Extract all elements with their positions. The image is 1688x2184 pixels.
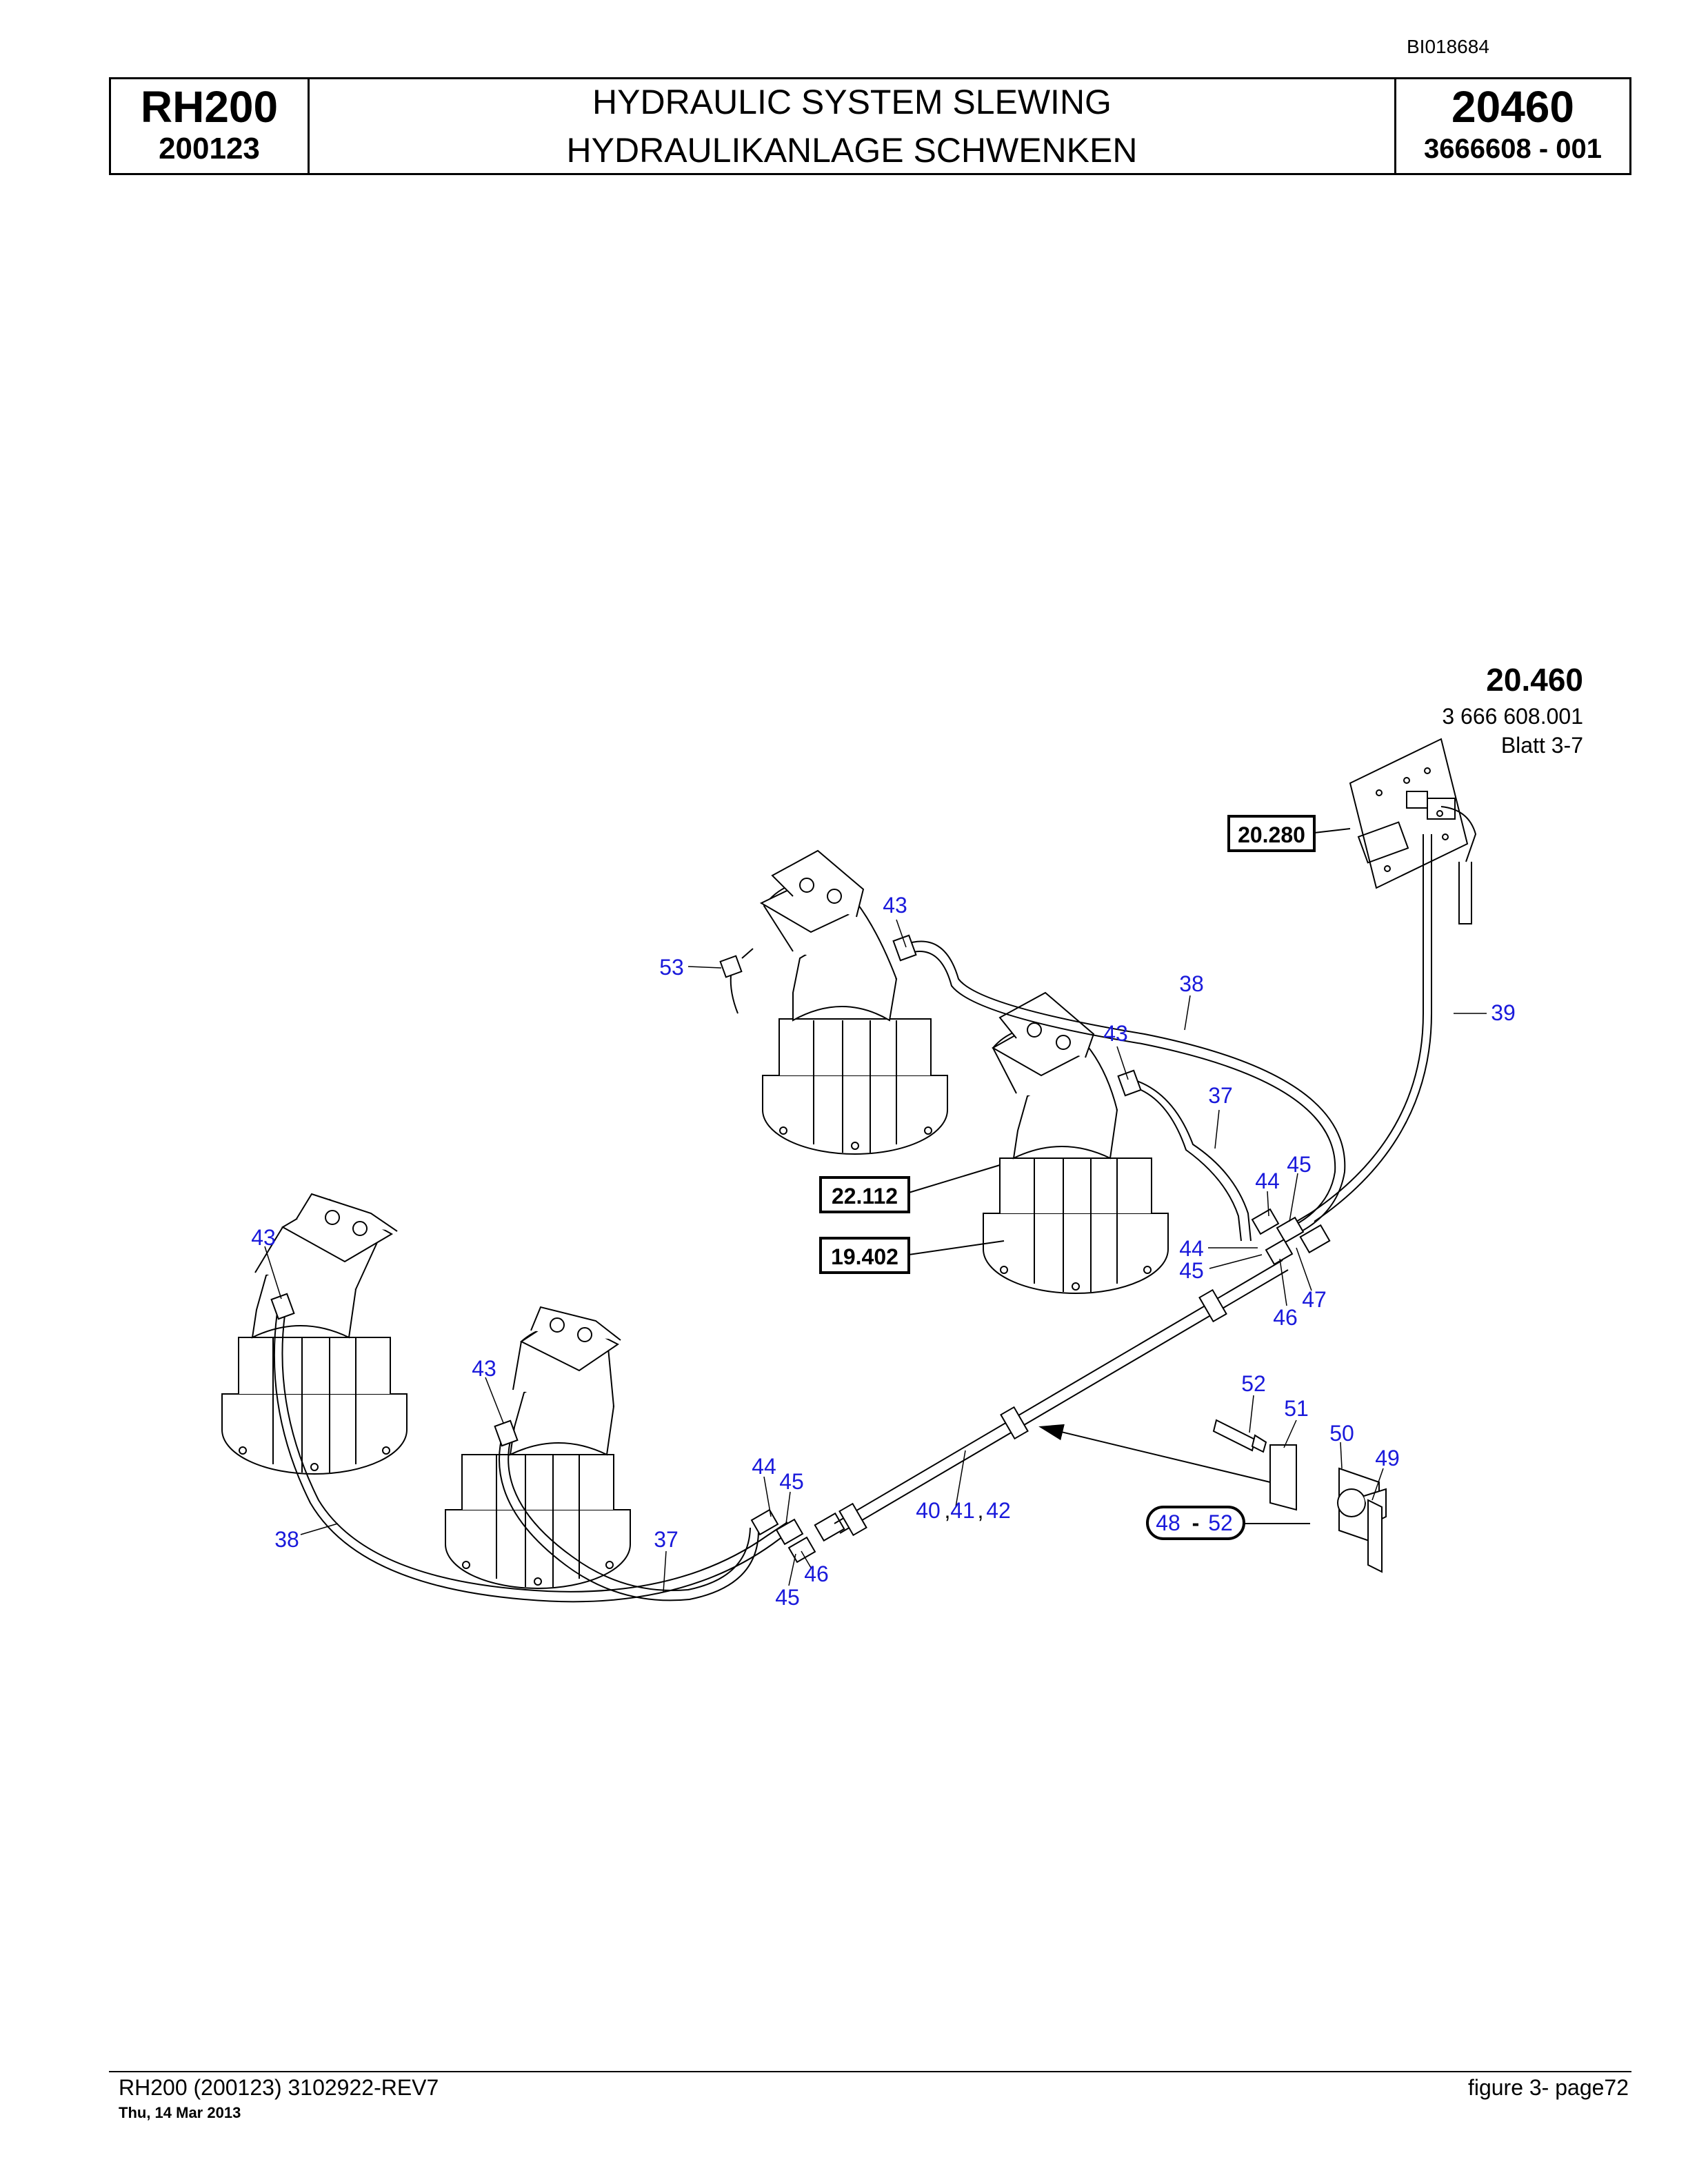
swing-motor-d xyxy=(445,1306,631,1589)
callout-37-upper: 37 xyxy=(1208,1083,1233,1108)
clamp-arrow xyxy=(1038,1424,1271,1483)
callout-53: 53 xyxy=(659,955,684,980)
fittings xyxy=(270,934,1331,1564)
callout-44-lower: 44 xyxy=(752,1454,776,1479)
figure-number: 20460 xyxy=(1451,82,1574,132)
callout-43-motor-a: 43 xyxy=(883,893,907,918)
callout-45-upper-b: 45 xyxy=(1179,1258,1204,1283)
ref-box-19402 xyxy=(819,1237,910,1274)
callout-47: 47 xyxy=(1302,1287,1327,1312)
hose-38-upper xyxy=(904,940,1346,1235)
sensor-53 xyxy=(719,948,754,1014)
callout-52: 52 xyxy=(1241,1371,1266,1396)
callout-49: 49 xyxy=(1375,1446,1400,1470)
title-block: RH200 200123 HYDRAULIC SYSTEM SLEWING HY… xyxy=(109,77,1631,175)
callout-41: 41 xyxy=(950,1498,975,1523)
footer-date: Thu, 14 Mar 2013 xyxy=(119,2104,241,2121)
callout-50: 50 xyxy=(1329,1421,1354,1446)
ref-label-19402: 19.402 xyxy=(831,1244,898,1269)
kit-dash: - xyxy=(1192,1510,1200,1535)
callout-42: 42 xyxy=(986,1498,1011,1523)
title-cell: HYDRAULIC SYSTEM SLEWING HYDRAULIKANLAGE… xyxy=(310,79,1396,173)
callout-46-upper: 46 xyxy=(1273,1305,1298,1330)
part-number: 3666608 - 001 xyxy=(1423,134,1602,164)
title-german: HYDRAULIKANLAGE SCHWENKEN xyxy=(566,131,1138,170)
model-cell: RH200 200123 xyxy=(111,79,310,173)
callout-45-lower-b: 45 xyxy=(775,1585,800,1610)
model-name: RH200 xyxy=(140,82,279,132)
callout-40: 40 xyxy=(916,1498,941,1523)
ref-drawing-number: 3 666 608.001 xyxy=(1442,704,1583,729)
callout-38-lower: 38 xyxy=(274,1527,299,1552)
leader-20280 xyxy=(1314,828,1351,833)
callout-leaders xyxy=(264,919,1487,1593)
figure-cell: 20460 3666608 - 001 xyxy=(1396,79,1629,173)
callout-43-motor-b: 43 xyxy=(1103,1021,1128,1046)
ref-number: 20.460 xyxy=(1486,662,1583,698)
callout-37-lower: 37 xyxy=(654,1527,679,1552)
callout-labels: 53 43 38 43 37 39 45 44 44 45 47 46 43 4… xyxy=(251,893,1516,1610)
hose-37-lower xyxy=(499,1430,759,1601)
callout-45-upper: 45 xyxy=(1287,1152,1312,1177)
callout-45-lower: 45 xyxy=(779,1469,804,1494)
footer-rule xyxy=(109,2071,1631,2072)
callout-comma-1: , xyxy=(945,1498,951,1523)
swing-motor-b xyxy=(983,991,1169,1294)
callout-44-upper-a: 44 xyxy=(1255,1169,1280,1193)
footer-page: figure 3- page72 xyxy=(1467,2075,1629,2100)
kit-to: 52 xyxy=(1208,1510,1233,1535)
leader-19402 xyxy=(908,1240,1005,1255)
callout-43-motor-c: 43 xyxy=(251,1225,276,1250)
ref-label-22112: 22.112 xyxy=(832,1184,898,1209)
ref-box-20280 xyxy=(1227,815,1316,852)
callout-51: 51 xyxy=(1284,1396,1309,1421)
callout-43-motor-d: 43 xyxy=(472,1356,496,1381)
tube-40-41-42 xyxy=(834,1260,1289,1537)
callout-39: 39 xyxy=(1491,1000,1516,1025)
callout-46-lower: 46 xyxy=(804,1561,829,1586)
serial-number: 200123 xyxy=(159,132,260,165)
document-id: BI018684 xyxy=(1407,36,1489,57)
hose-37-upper xyxy=(1127,1078,1252,1242)
callout-44-upper-b: 44 xyxy=(1179,1236,1204,1261)
hose-38-lower xyxy=(273,1302,794,1603)
ref-sheet: Blatt 3-7 xyxy=(1501,733,1583,758)
callout-38-upper: 38 xyxy=(1179,971,1204,996)
swing-motor-a xyxy=(759,849,948,1155)
callout-comma-2: , xyxy=(978,1498,984,1523)
footer-doc-ref: RH200 (200123) 3102922-REV7 xyxy=(119,2075,439,2100)
clamp-assembly xyxy=(1212,1419,1387,1573)
title-english: HYDRAULIC SYSTEM SLEWING xyxy=(592,83,1112,121)
valve-plate xyxy=(1349,738,1477,889)
valve-hoses xyxy=(1296,834,1472,1222)
ref-label-20280: 20.280 xyxy=(1238,822,1305,847)
swing-motor-c xyxy=(221,1193,408,1475)
ref-box-22112 xyxy=(819,1176,910,1213)
kit-from: 48 xyxy=(1156,1510,1180,1535)
leader-22112 xyxy=(908,1164,1001,1193)
